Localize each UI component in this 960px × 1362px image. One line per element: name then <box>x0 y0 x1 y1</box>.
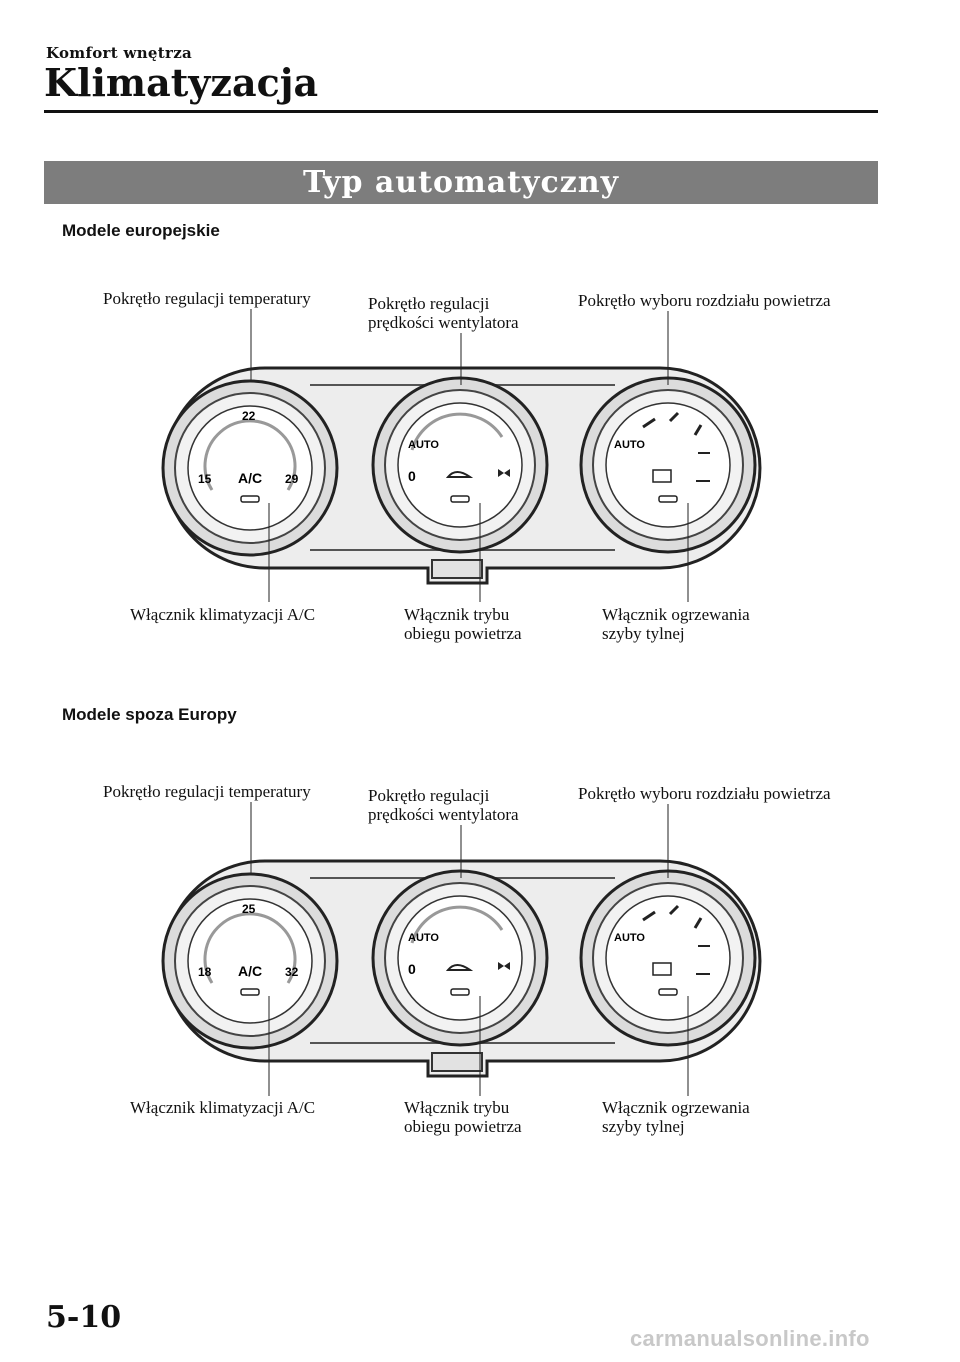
temp-scale-top: 25 <box>242 902 256 916</box>
temp-scale-left: 15 <box>198 472 212 486</box>
label-ac-switch: Włącznik klimatyzacji A/C <box>130 605 316 624</box>
defrost-icons <box>696 452 710 482</box>
rear-defrost-switch-button[interactable] <box>658 495 678 503</box>
vent-mode-icons <box>642 904 703 929</box>
temp-scale-right: 32 <box>285 965 299 979</box>
label-fan-knob-line2: prędkości wentylatora <box>368 805 519 824</box>
label-temp-knob: Pokrętło regulacji temperatury <box>103 782 311 801</box>
temperature-knob[interactable]: 25 18 32 A/C <box>161 872 339 1050</box>
ac-switch-button[interactable] <box>240 495 260 503</box>
recirculation-icon <box>445 964 474 971</box>
climate-panel-eu: 22 15 29 A/C AUTO 0 AUTO <box>161 366 762 585</box>
rear-defrost-switch-button[interactable] <box>658 988 678 996</box>
climate-panel-non-eu: 25 18 32 A/C AUTO 0 AUTO <box>161 859 762 1078</box>
dist-auto-label: AUTO <box>614 932 645 944</box>
label-recirc-line1: Włącznik trybu <box>404 605 510 624</box>
label-dist-knob: Pokrętło wyboru rozdziału powietrza <box>578 291 831 310</box>
fan-zero-label: 0 <box>408 468 416 484</box>
ac-label: A/C <box>238 470 262 486</box>
label-recirc-line2: obiegu powietrza <box>404 1117 522 1136</box>
ac-label: A/C <box>238 963 262 979</box>
air-distribution-knob[interactable]: AUTO <box>579 376 757 554</box>
fan-speed-knob[interactable]: AUTO 0 <box>371 376 549 554</box>
fan-icon <box>498 469 510 477</box>
fan-auto-label: AUTO <box>408 932 439 944</box>
page-title: Klimatyzacja <box>44 60 319 105</box>
label-rear-defrost-line1: Włącznik ogrzewania <box>602 1098 750 1117</box>
page-number: 5-10 <box>46 1300 122 1335</box>
model-heading-non-eu: Modele spoza Europy <box>62 705 237 724</box>
label-recirc-line2: obiegu powietrza <box>404 624 522 643</box>
recirculation-icon <box>445 471 474 478</box>
model-heading-eu: Modele europejskie <box>62 221 220 240</box>
temp-scale-top: 22 <box>242 409 256 423</box>
fan-auto-label: AUTO <box>408 439 439 451</box>
label-rear-defrost-line2: szyby tylnej <box>602 1117 685 1136</box>
temp-scale-left: 18 <box>198 965 212 979</box>
fan-speed-knob[interactable]: AUTO 0 <box>371 869 549 1047</box>
label-rear-defrost-line2: szyby tylnej <box>602 624 685 643</box>
label-recirc-line1: Włącznik trybu <box>404 1098 510 1117</box>
label-rear-defrost-line1: Włącznik ogrzewania <box>602 605 750 624</box>
label-fan-knob-line1: Pokrętło regulacji <box>368 294 490 313</box>
banner-title: Typ automatyczny <box>302 165 619 200</box>
dist-auto-label: AUTO <box>614 439 645 451</box>
temp-scale-right: 29 <box>285 472 299 486</box>
banner: Typ automatyczny <box>44 161 878 204</box>
watermark: carmanualsonline.info <box>630 1326 870 1351</box>
label-fan-knob-line2: prędkości wentylatora <box>368 313 519 332</box>
fan-zero-label: 0 <box>408 961 416 977</box>
air-distribution-knob[interactable]: AUTO <box>579 869 757 1047</box>
rear-defrost-icon <box>652 469 672 483</box>
ac-switch-button[interactable] <box>240 988 260 996</box>
rear-defrost-icon <box>652 962 672 976</box>
title-rule <box>44 110 878 113</box>
defrost-icons <box>696 945 710 975</box>
label-dist-knob: Pokrętło wyboru rozdziału powietrza <box>578 784 831 803</box>
vent-mode-icons <box>642 411 703 436</box>
label-ac-switch: Włącznik klimatyzacji A/C <box>130 1098 316 1117</box>
recirculation-switch-button[interactable] <box>450 495 470 503</box>
label-fan-knob-line1: Pokrętło regulacji <box>368 786 490 805</box>
recirculation-switch-button[interactable] <box>450 988 470 996</box>
section-label: Komfort wnętrza <box>46 44 193 62</box>
fan-icon <box>498 962 510 970</box>
label-temp-knob: Pokrętło regulacji temperatury <box>103 289 311 308</box>
temperature-knob[interactable]: 22 15 29 A/C <box>161 379 339 557</box>
